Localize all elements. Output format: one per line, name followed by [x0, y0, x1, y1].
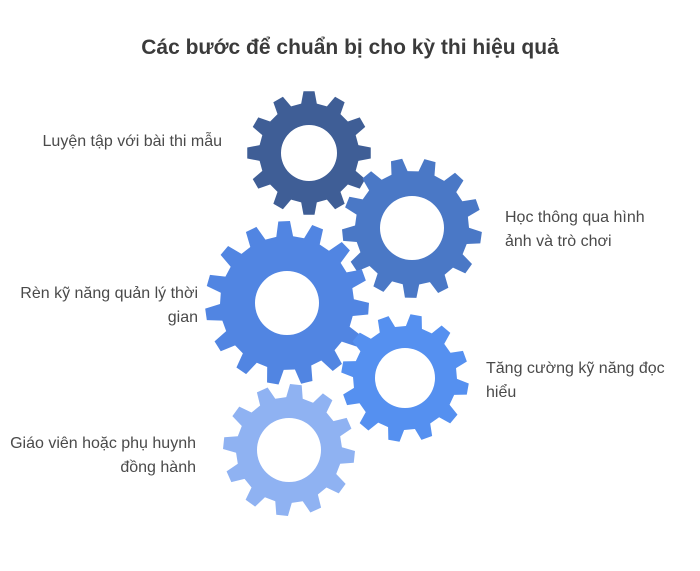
gear-icon-step-2 [342, 158, 482, 298]
step-label-practice-tests: Luyện tập với bài thi mẫu [42, 133, 222, 150]
step-label-visual-learning: Học thông qua hình ảnh và trò chơi [505, 209, 645, 250]
gear-shape [205, 221, 369, 385]
step-label-reading-comprehension: Tăng cường kỹ năng đọc hiểu [486, 360, 665, 401]
gear-shape [247, 91, 371, 215]
gear-shape [342, 158, 482, 298]
gear-icon-step-3 [205, 221, 369, 385]
step-label-time-management: Rèn kỹ năng quản lý thời gian [20, 285, 198, 326]
step-label-companion-support: Giáo viên hoặc phụ huynh đồng hành [10, 435, 196, 476]
gear-shape [223, 384, 355, 516]
page-title: Các bước để chuẩn bị cho kỳ thi hiệu quả [141, 36, 559, 59]
gear-shape [341, 314, 469, 442]
gear-icon-step-5 [223, 384, 355, 516]
gear-icon-step-1 [247, 91, 371, 215]
gear-icon-step-4 [341, 314, 469, 442]
